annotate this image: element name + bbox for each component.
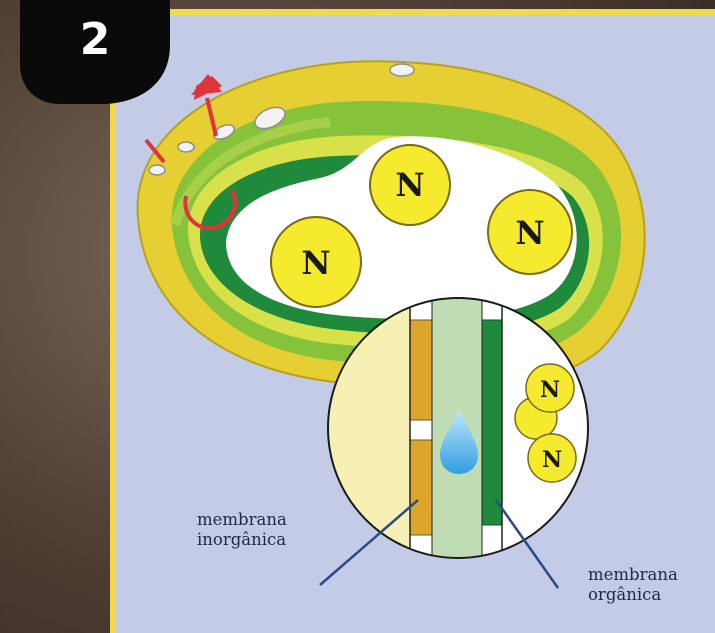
svg-text:N: N [542,447,562,473]
svg-text:N: N [515,214,544,252]
nucleus-large: N [488,190,572,274]
label-inorganic-membrane: membrana inorgânica [197,510,287,550]
nucleus-small: N [528,434,576,482]
organic-membrane-block [482,320,502,525]
surface-pore [178,142,194,152]
label-line: orgânica [588,585,678,605]
label-organic-membrane: membrana orgânica [588,565,678,605]
surface-pore [390,64,414,76]
nucleus-large: N [370,145,450,225]
svg-text:N: N [395,166,424,204]
label-line: membrana [588,565,678,585]
svg-text:N: N [540,377,560,403]
label-line: inorgânica [197,530,287,550]
inorganic-membrane-block [410,320,432,420]
inorganic-membrane-block [410,440,432,535]
surface-pore [149,165,165,175]
label-line: membrana [197,510,287,530]
nucleus-large: N [271,217,361,307]
svg-text:N: N [301,244,330,282]
nucleus-small: N [526,364,574,412]
step-number: 2 [60,14,130,65]
